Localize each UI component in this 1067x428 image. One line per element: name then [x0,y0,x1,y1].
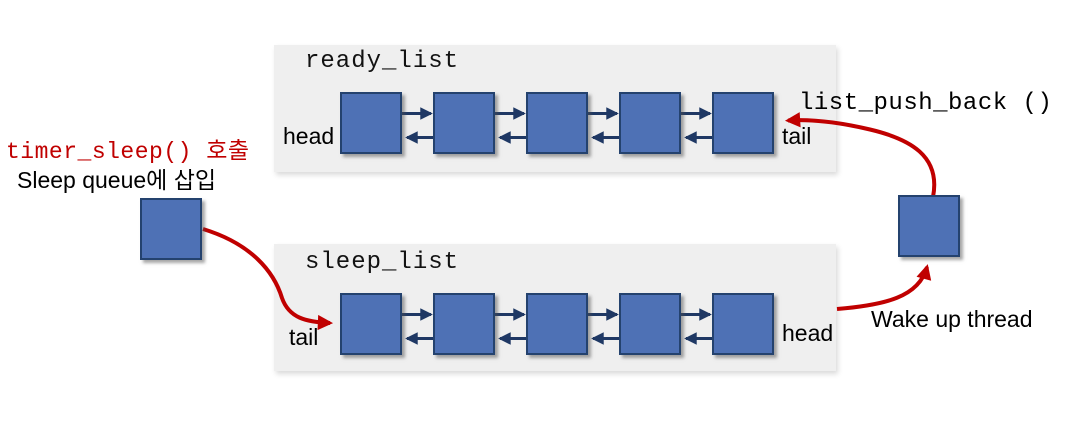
ready-list-title: ready_list [305,48,460,75]
ready-list-node-2 [433,92,495,154]
ready-list-node-1 [340,92,402,154]
ready-list-head-label: head [283,123,335,149]
sleep-list-node-4 [619,293,681,355]
waking-thread-node [898,195,960,257]
sleep-list-node-2 [433,293,495,355]
ready-list-node-4 [619,92,681,154]
wake-up-arrow [836,264,932,311]
sleep-list-node-1 [340,293,402,355]
sleeping-thread-node [140,198,202,260]
sleep-queue-insert-label: Sleep queue에 삽입 [17,167,217,193]
sleep-list-head-label: head [782,320,834,346]
ready-list-node-3 [526,92,588,154]
sleep-list-tail-label: tail [289,324,319,350]
sleep-list-title: sleep_list [305,249,460,276]
sleep-list-node-3 [526,293,588,355]
sleep-list-node-5 [712,293,774,355]
list-push-back-label: list_push_back () [799,90,1053,117]
ready-list-node-5 [712,92,774,154]
timer-sleep-call-label: timer_sleep() 호출 [6,139,250,165]
wake-up-thread-label: Wake up thread [871,306,1033,332]
ready-list-tail-label: tail [782,123,812,149]
